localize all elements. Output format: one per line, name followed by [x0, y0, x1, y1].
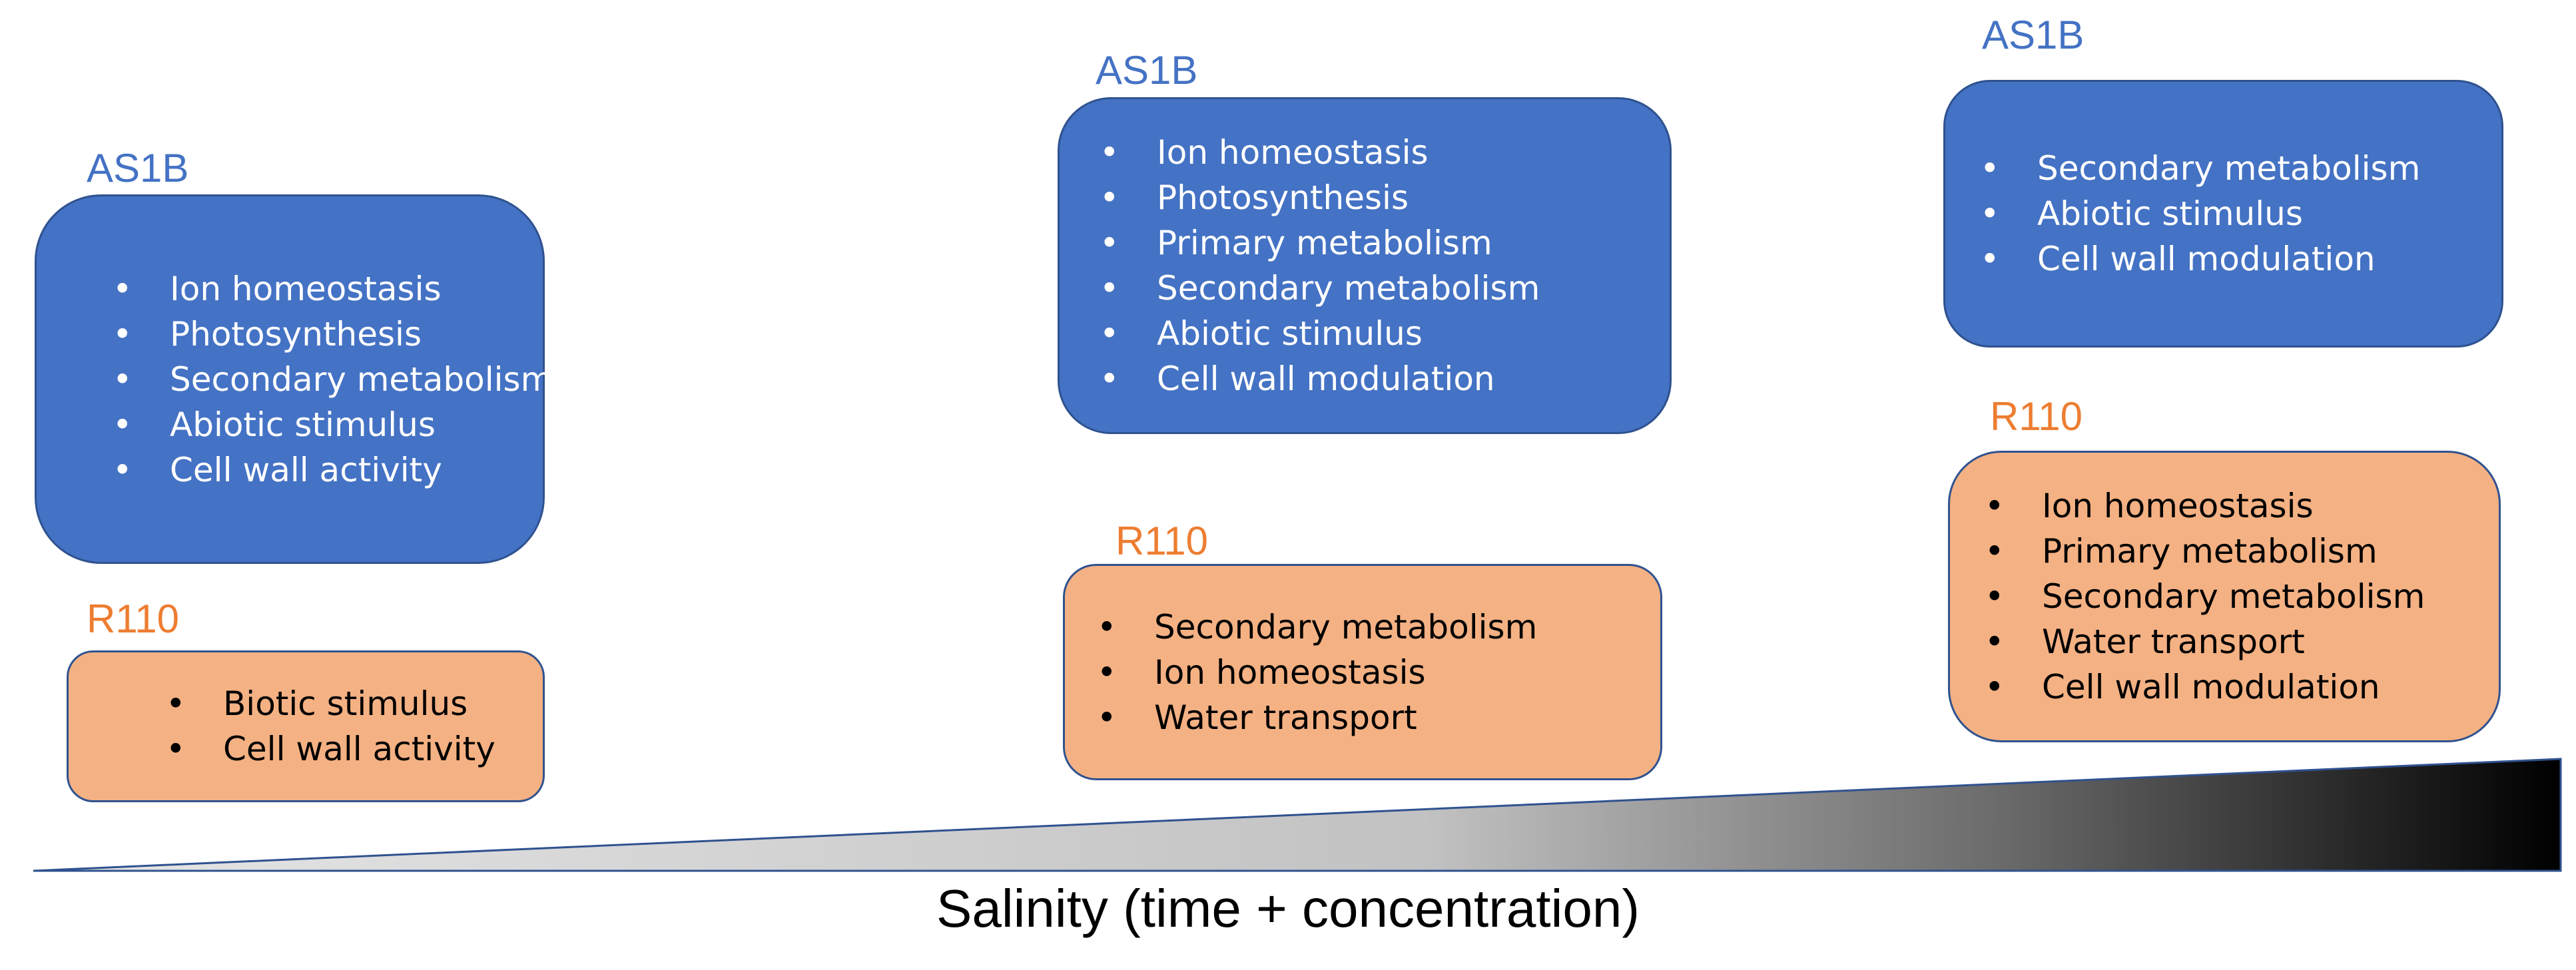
list-item: Ion homeostasis [1985, 483, 2499, 529]
list-item: Photosynthesis [113, 312, 543, 357]
as1b-label-2: AS1B [1096, 48, 1198, 93]
list-item: Secondary metabolism [1097, 605, 1660, 650]
list-item: Abiotic stimulus [1100, 311, 1670, 356]
as1b-label-3: AS1B [1982, 13, 2085, 57]
list-item: Photosynthesis [1100, 175, 1670, 220]
r110-list-2: Secondary metabolism Ion homeostasis Wat… [1097, 605, 1660, 740]
r110-label-1: R110 [87, 597, 179, 641]
as1b-list-1: Ion homeostasis Photosynthesis Secondary… [113, 266, 553, 493]
list-item: Water transport [1097, 695, 1660, 740]
as1b-list-3: Secondary metabolism Abiotic stimulus Ce… [1980, 146, 2501, 282]
list-item: Cell wall modulation [1985, 664, 2499, 710]
r110-box-2: Secondary metabolism Ion homeostasis Wat… [1063, 564, 1662, 780]
list-item: Secondary metabolism [1985, 574, 2499, 619]
list-item: Primary metabolism [1985, 529, 2499, 574]
as1b-label-1: AS1B [87, 146, 189, 190]
list-item: Ion homeostasis [113, 266, 543, 312]
gradient-triangle [33, 758, 2562, 872]
as1b-list-2: Ion homeostasis Photosynthesis Primary m… [1100, 130, 1670, 401]
r110-label-3: R110 [1990, 394, 2083, 439]
r110-list-3: Ion homeostasis Primary metabolism Secon… [1985, 483, 2499, 710]
list-item: Abiotic stimulus [113, 402, 543, 447]
r110-list-1: Biotic stimulus Cell wall activity [166, 681, 543, 772]
list-item: Secondary metabolism [113, 357, 553, 402]
as1b-box-1: Ion homeostasis Photosynthesis Secondary… [35, 194, 553, 564]
r110-box-1: Biotic stimulus Cell wall activity [67, 650, 545, 802]
r110-label-2: R110 [1116, 519, 1208, 563]
list-item: Abiotic stimulus [1980, 191, 2501, 236]
list-item: Cell wall modulation [1100, 356, 1670, 401]
list-item: Primary metabolism [1100, 220, 1670, 266]
list-item: Cell wall modulation [1980, 236, 2501, 282]
list-item: Water transport [1985, 619, 2499, 664]
list-item: Secondary metabolism [1100, 266, 1670, 311]
as1b-box-3: Secondary metabolism Abiotic stimulus Ce… [1943, 80, 2503, 348]
list-item: Cell wall activity [166, 726, 543, 772]
r110-box-3: Ion homeostasis Primary metabolism Secon… [1948, 451, 2501, 742]
list-item: Secondary metabolism [1980, 146, 2501, 191]
list-item: Ion homeostasis [1100, 130, 1670, 175]
list-item: Cell wall activity [113, 447, 543, 493]
as1b-box-2: Ion homeostasis Photosynthesis Primary m… [1058, 97, 1672, 434]
list-item: Ion homeostasis [1097, 650, 1660, 695]
axis-title: Salinity (time + concentration) [936, 879, 1640, 938]
list-item: Biotic stimulus [166, 681, 543, 726]
